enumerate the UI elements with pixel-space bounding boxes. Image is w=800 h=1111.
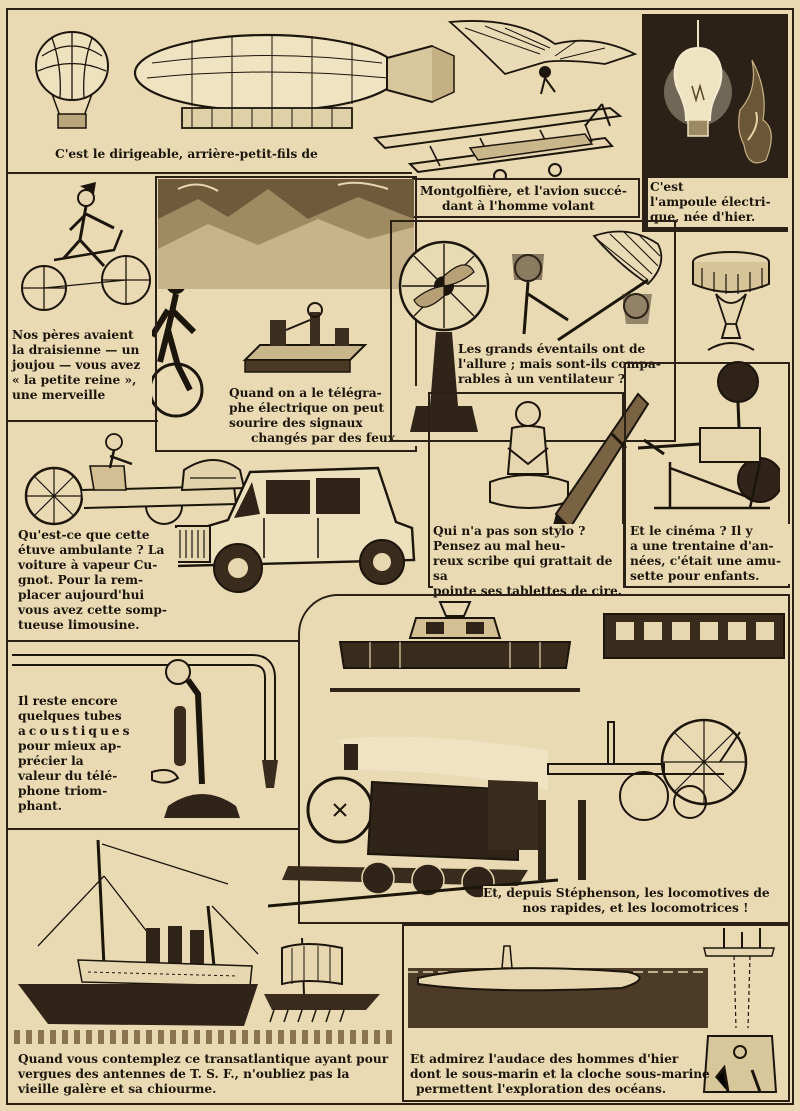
film-projector-icon [630,358,780,518]
caption-line: une merveille [12,388,106,402]
caption-line: tueuse limousine. [18,618,140,632]
caption-eventails: Les grands éventails ont de l'allure ; m… [458,342,673,387]
galley-icon [262,934,382,1024]
caption-line: sette pour enfants. [630,569,760,583]
divider [8,420,158,422]
caption-line: « la petite reine », [12,373,137,387]
caption-line: nos rapides, et les locomotrices ! [522,901,749,915]
electric-locomotive-icon [330,598,580,698]
caption-line: phone triom- [18,784,108,798]
caption-line: Il reste encore [18,694,118,708]
divider [8,172,412,174]
caption-line: Qui n'a pas son stylo ? [433,524,586,538]
cugnot-steam-carriage-icon [14,420,254,530]
steam-locomotive-icon [268,730,558,910]
diving-bell-icon [694,928,786,1098]
caption-telephone: Il reste encore quelques tubes acoustiqu… [18,694,138,814]
dirigeable-airship-icon [132,18,462,143]
light-bulb-icon [648,20,782,180]
caption-line: Qu'est-ce que cette [18,528,150,542]
caption-line: l'ampoule électri- [650,195,771,209]
caption-line: C'est [650,180,684,194]
caption-draisienne: Nos pères avaient la draisienne — un jou… [12,328,152,403]
caption-line: phant. [18,799,63,813]
mountain-signal-fire-icon [158,179,414,289]
caption-box-montgolfiere [412,178,640,218]
electric-fan-icon [396,236,496,436]
caption-line: voiture à vapeur Cu- [18,558,158,572]
caption-stylo: Qui n'a pas son stylo ? Pensez au mal he… [433,524,623,599]
biplane-icon [370,86,630,186]
divider [8,640,298,642]
caption-ampoule: C'est l'ampoule électri- que, née d'hier… [648,178,792,227]
caption-line: joujou — vous avez [12,358,141,372]
caption-line: C'est le dirigeable, arrière-petit-fils … [55,147,318,161]
caption-line: Et, depuis Stéphenson, les locomotives d… [483,886,770,900]
caption-dirigeable: C'est le dirigeable, arrière-petit-fils … [55,147,395,162]
panel-sousmarin [402,924,790,1102]
caption-line: vieille galère et sa chiourme. [18,1082,217,1096]
caption-montgolfiere: Montgolfière, et l'avion succé- dant à l… [420,184,640,214]
caption-line: placer aujourd'hui [18,588,145,602]
caption-line: Et admirez l'audace des hommes d'hier [410,1052,679,1066]
limousine-icon [168,462,423,597]
caption-line: sourire des signaux [229,416,363,430]
caption-line: Pensez au mal heu- [433,539,566,553]
caption-line: Et le cinéma ? Il y [630,524,753,538]
ocean-liner-icon [18,836,268,1036]
caption-line: étuve ambulante ? La [18,543,165,557]
panel-cinema [624,362,790,588]
caption-line: a une trentaine d'an- [630,539,774,553]
caption-line: phe électrique on peut [229,401,384,415]
caption-cinema: Et le cinéma ? Il y a une trentaine d'an… [630,524,790,584]
stephenson-rocket-icon [544,712,754,828]
caption-line: permettent l'exploration des océans. [416,1082,667,1096]
acoustic-tube-icon [12,640,302,820]
caption-cugnot: Qu'est-ce que cette étuve ambulante ? La… [18,528,178,633]
caption-line: pour mieux ap- [18,739,122,753]
caption-line: vous avez cette somp- [18,603,167,617]
telegraph-apparatus-icon [240,300,370,380]
caption-line: la draisienne — un [12,343,140,357]
caption-telegraphe: Quand on a le télégra- phe électrique on… [229,386,419,446]
caption-line: Les grands éventails ont de [458,342,646,356]
divider [538,800,586,880]
divider [14,1030,394,1044]
caption-line: nées, c'était une amu- [630,554,782,568]
caption-sousmarin: Et admirez l'audace des hommes d'hier do… [410,1052,710,1097]
draisienne-rider-icon [14,180,164,320]
caption-transatlantique: Quand vous contemplez ce transatlantique… [18,1052,398,1097]
caption-line: quelques tubes [18,709,122,723]
candlestick-telephone-icon [138,654,268,824]
caption-line: que, née d'hier. [650,210,756,224]
caption-line: gnot. Pour la rem- [18,573,144,587]
caption-line: changés par des feux. [251,431,400,445]
page-frame [6,8,794,1105]
caption-line: reux scribe qui grattait de sa [433,554,613,583]
caption-locomotives: Et, depuis Stéphenson, les locomotives d… [483,886,788,916]
montgolfiere-balloon-icon [22,26,122,136]
divider [8,828,298,830]
zoetrope-icon [686,242,776,357]
seated-scribe-icon [484,398,574,518]
caption-line: précier la [18,754,84,768]
caption-line: Nos pères avaient [12,328,134,342]
caption-line: acoustiques [18,724,133,738]
caption-line: rables à un ventilateur ? [458,372,625,386]
caption-line: l'allure ; mais sont-ils compa- [458,357,661,371]
caption-line: Quand vous contemplez ce transatlantique… [18,1052,389,1066]
caption-line: Montgolfière, et l'avion succé- [420,184,627,198]
flying-man-machine-icon [445,14,640,99]
caption-line: Quand on a le télégra- [229,386,382,400]
panel-locomotives [298,594,790,924]
caption-line: vergues des antennes de T. S. F., n'oubl… [18,1067,350,1081]
submarine-icon [408,928,708,1028]
caption-line: dont le sous-marin et la cloche sous-mar… [410,1067,710,1081]
caption-line: dant à l'homme volant [442,199,595,213]
egyptian-fan-bearers-icon [498,224,674,344]
caption-line: valeur du télé- [18,769,118,783]
railway-carriage-icon [600,606,786,676]
